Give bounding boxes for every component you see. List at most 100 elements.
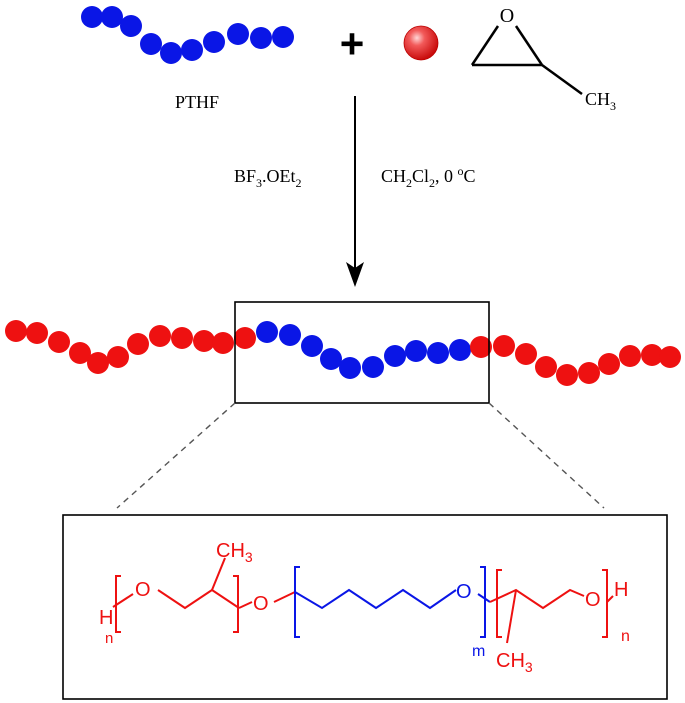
pthf-bead bbox=[279, 324, 301, 346]
ppo-bead bbox=[5, 320, 27, 342]
ppo-bead bbox=[619, 345, 641, 367]
celsius-unit: C bbox=[464, 166, 476, 186]
pthf-bead bbox=[362, 356, 384, 378]
bond-h-o bbox=[112, 593, 134, 608]
solvent-cl: Cl bbox=[412, 166, 429, 186]
ppo-bead bbox=[87, 352, 109, 374]
bond-o-h bbox=[606, 595, 614, 603]
plus-sign: + bbox=[340, 20, 365, 67]
pthf-bead bbox=[120, 15, 142, 37]
solvent-sub-2b: 2 bbox=[429, 176, 435, 190]
oxygen-2: O bbox=[253, 593, 269, 615]
pthf-bead bbox=[405, 340, 427, 362]
ppo-bead bbox=[171, 327, 193, 349]
ppo-bead bbox=[470, 336, 492, 358]
subscript-3: 3 bbox=[610, 99, 616, 113]
pthf-bead bbox=[203, 31, 225, 53]
oxygen-3: O bbox=[456, 581, 472, 603]
ppo-bead bbox=[641, 344, 663, 366]
ppo-bead bbox=[149, 325, 171, 347]
bond-from-oxygen-2 bbox=[273, 591, 296, 603]
catalyst-sub-3: 3 bbox=[256, 176, 262, 190]
subscript-m: m bbox=[472, 643, 485, 660]
temperature-text: , 0 bbox=[435, 166, 458, 186]
methyl-bottom: CH3 bbox=[496, 650, 533, 675]
conditions-label: CH2Cl2, 0 oC bbox=[381, 164, 476, 190]
ppo-bead bbox=[69, 342, 91, 364]
chemical-structure: H O CH3 n O O m CH3 O H n bbox=[99, 540, 630, 675]
catalyst-bf: BF bbox=[234, 166, 256, 186]
ppo-backbone-left bbox=[157, 588, 240, 610]
zoom-selection-box bbox=[234, 301, 490, 404]
ppo-bead bbox=[26, 322, 48, 344]
ppo-bead bbox=[493, 335, 515, 357]
solvent-ch: CH bbox=[381, 166, 406, 186]
structure-box bbox=[62, 514, 668, 700]
pthf-chain bbox=[81, 6, 294, 64]
ppo-bead bbox=[234, 327, 256, 349]
zoom-guide-left bbox=[116, 402, 236, 509]
pthf-bead bbox=[449, 339, 471, 361]
reaction-arrow-head bbox=[346, 262, 364, 287]
monomer-sphere bbox=[403, 25, 439, 61]
ppo-bead bbox=[212, 332, 234, 354]
epoxide-bond-co-left bbox=[470, 25, 500, 66]
ppo-bead bbox=[127, 333, 149, 355]
methyl-top: CH3 bbox=[216, 540, 253, 565]
ppo-bead bbox=[515, 343, 537, 365]
bracket-middle-close bbox=[480, 566, 486, 638]
pthf-bead bbox=[339, 357, 361, 379]
ppo-bead bbox=[193, 330, 215, 352]
ppo-bead bbox=[659, 346, 681, 368]
bracket-right-open bbox=[496, 569, 502, 638]
bracket-right-close bbox=[602, 569, 608, 638]
ppo-bead bbox=[535, 356, 557, 378]
zoom-guide-right bbox=[488, 402, 605, 509]
ppo-bead bbox=[556, 364, 578, 386]
ch-part: CH bbox=[585, 89, 610, 109]
epoxide-oxygen-label: O bbox=[500, 5, 514, 27]
epoxide-bond-co-right bbox=[514, 25, 544, 66]
pthf-bead bbox=[427, 342, 449, 364]
subscript-n-left: n bbox=[105, 630, 113, 647]
pthf-bead bbox=[301, 335, 323, 357]
pthf-bead bbox=[81, 6, 103, 28]
pthf-bead bbox=[384, 345, 406, 367]
oxygen-1: O bbox=[135, 579, 151, 601]
bracket-left-close bbox=[233, 575, 239, 633]
ppo-bead bbox=[578, 362, 600, 384]
methyl-bond-top bbox=[211, 557, 226, 591]
pthf-bead bbox=[256, 321, 278, 343]
methyl-bond bbox=[541, 63, 583, 96]
pthf-bead bbox=[272, 26, 294, 48]
bracket-middle-open bbox=[294, 566, 300, 638]
catalyst-oet: .OEt bbox=[262, 166, 296, 186]
ppo-bead bbox=[598, 353, 620, 375]
methyl-bond-bottom bbox=[506, 589, 517, 644]
end-hydrogen-left: H bbox=[99, 607, 113, 629]
bond-to-oxygen-2 bbox=[238, 601, 253, 609]
oxygen-4: O bbox=[585, 589, 601, 611]
propylene-oxide-structure: O CH3 bbox=[470, 5, 616, 113]
methyl-bottom-text: CH3 bbox=[496, 650, 533, 675]
pthf-bead bbox=[250, 27, 272, 49]
degree-sign: o bbox=[458, 164, 464, 178]
pthf-bead bbox=[320, 348, 342, 370]
pthf-backbone bbox=[294, 588, 457, 610]
triblock-copolymer-chain bbox=[5, 320, 681, 386]
pthf-bead bbox=[227, 23, 249, 45]
epoxide-methyl-label: CH3 bbox=[585, 89, 616, 113]
ppo-bead bbox=[107, 346, 129, 368]
catalyst-label: BF3.OEt2 bbox=[234, 166, 302, 190]
pthf-bead bbox=[160, 42, 182, 64]
solvent-sub-2a: 2 bbox=[406, 176, 412, 190]
pthf-bead bbox=[181, 39, 203, 61]
ppo-backbone-right bbox=[489, 588, 585, 610]
end-hydrogen-right: H bbox=[614, 579, 628, 601]
pthf-label: PTHF bbox=[175, 92, 219, 112]
ppo-bead bbox=[48, 331, 70, 353]
pthf-bead bbox=[101, 6, 123, 28]
catalyst-sub-2: 2 bbox=[296, 176, 302, 190]
methyl-top-text: CH3 bbox=[216, 540, 253, 565]
